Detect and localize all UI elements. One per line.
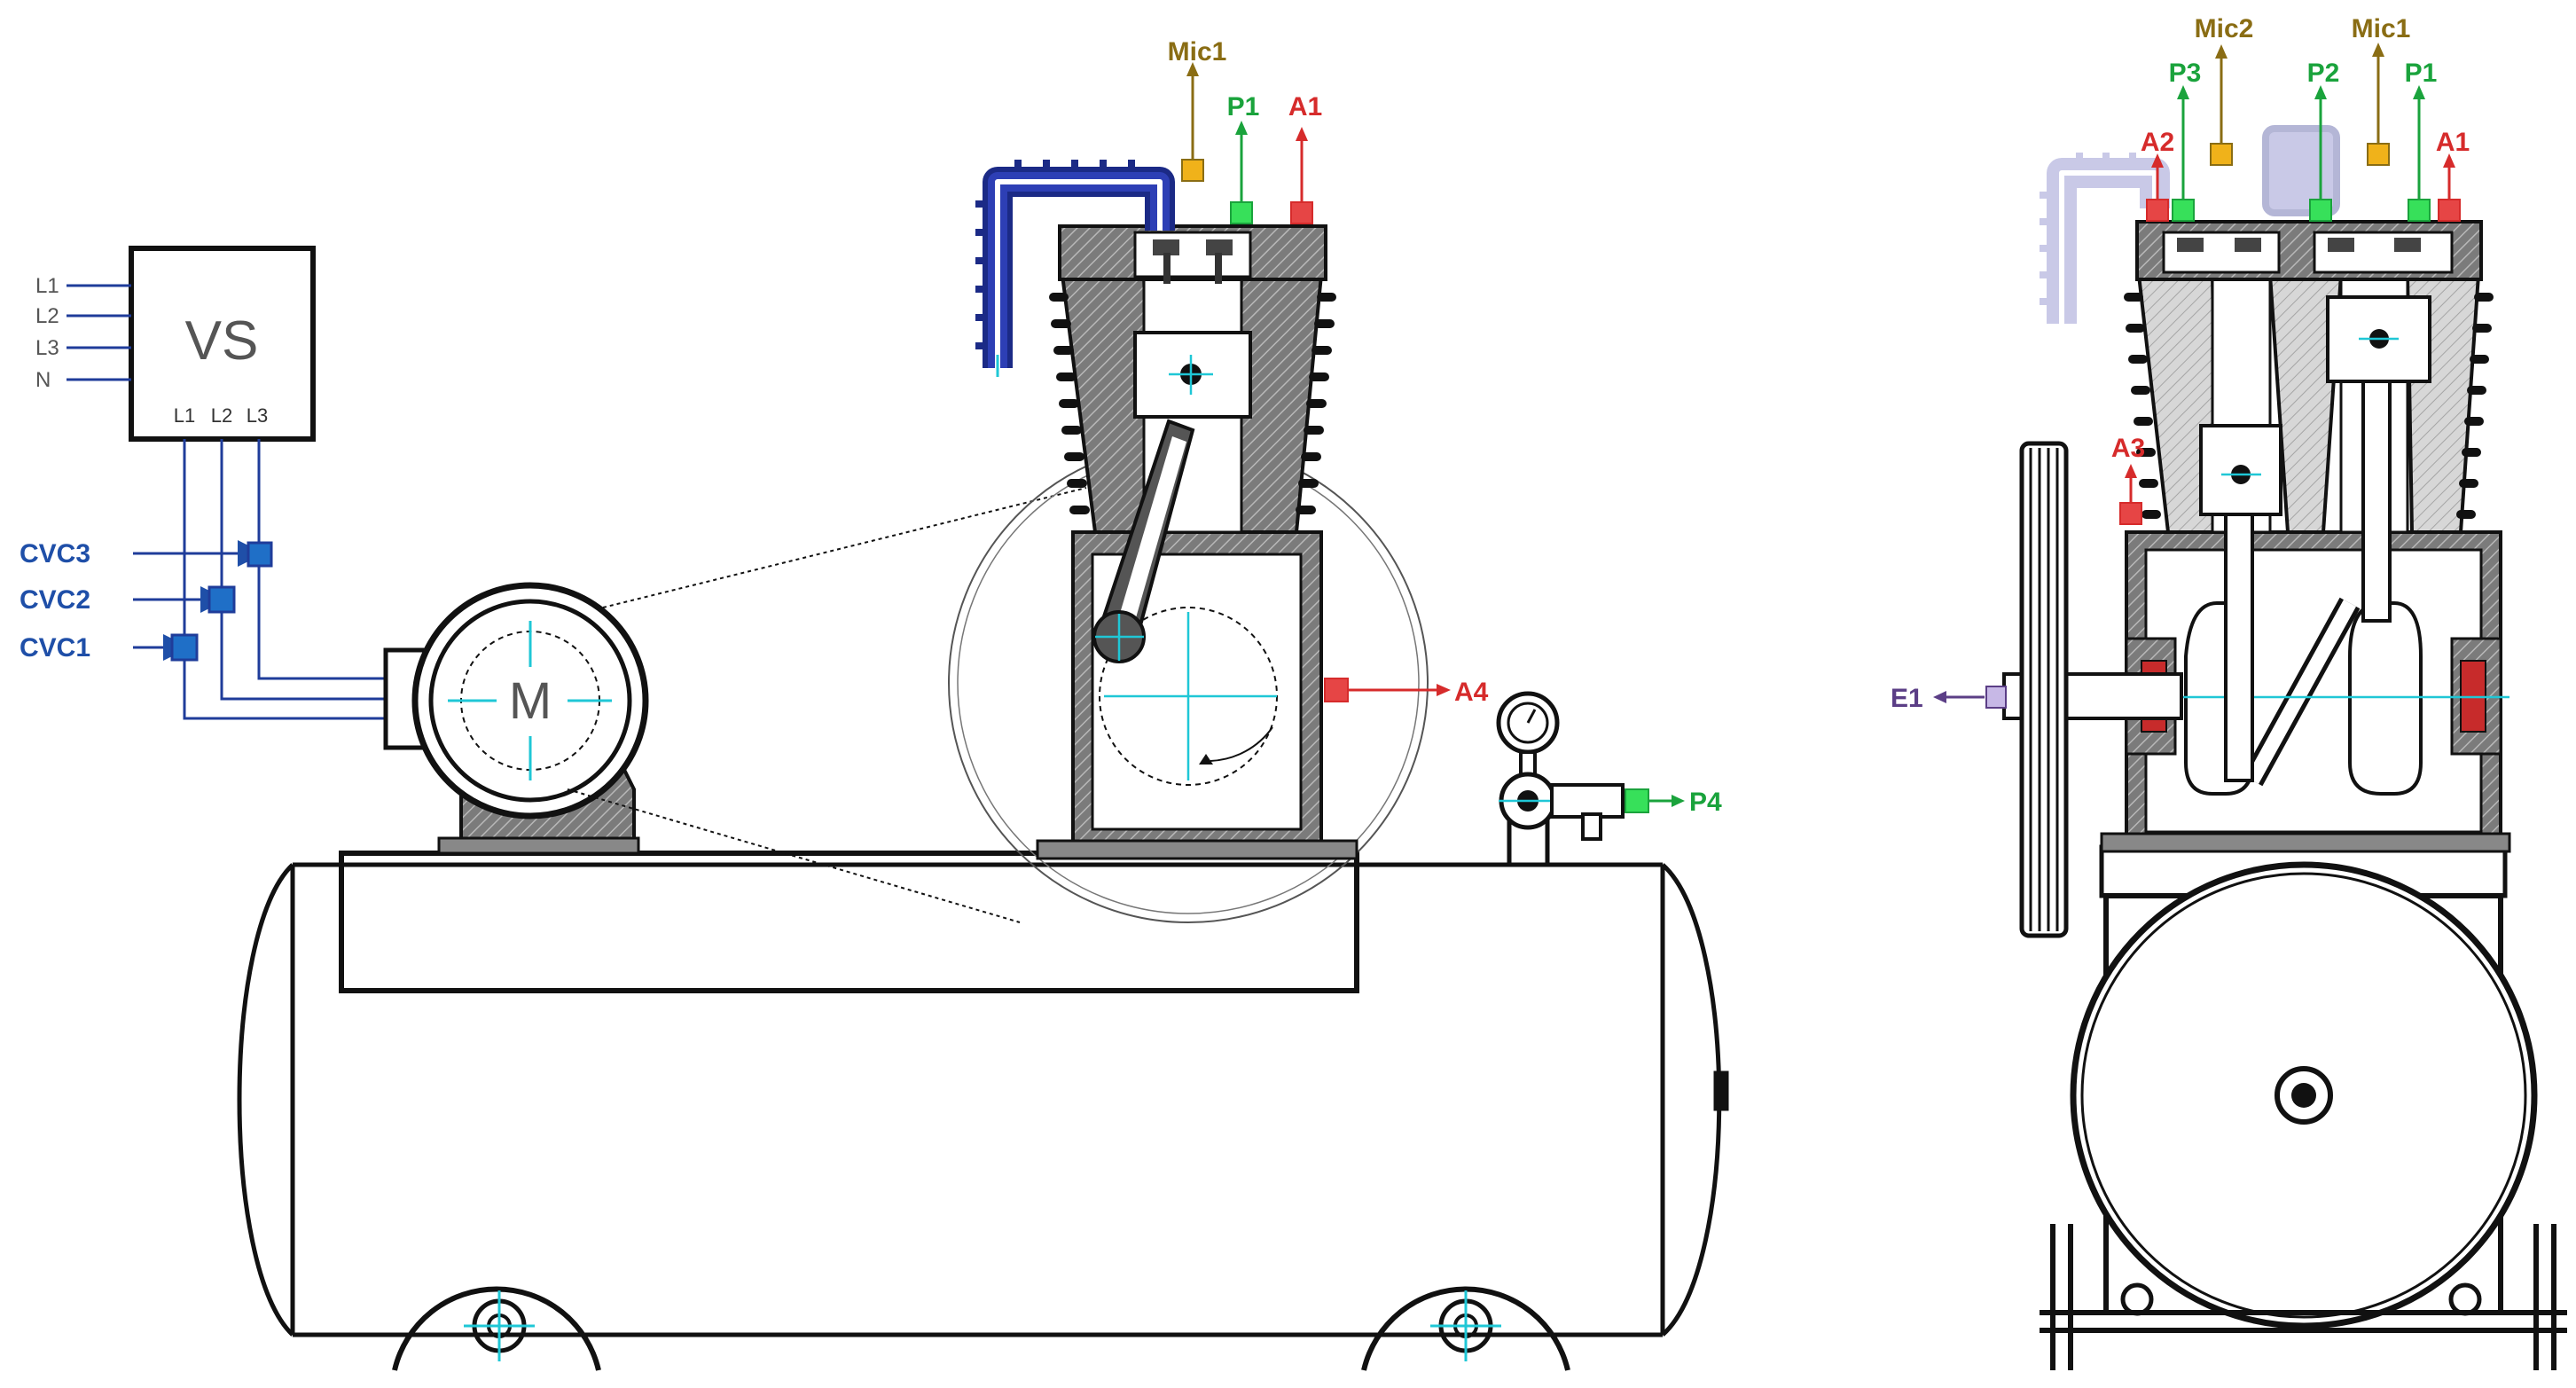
right-wheel [1361, 1286, 1570, 1371]
vs-title: VS [185, 310, 259, 372]
a3-sensor [2119, 502, 2142, 525]
front-a1-label: A1 [2436, 128, 2470, 157]
vs-input-l3: L3 [35, 336, 59, 360]
p2-label: P2 [2307, 59, 2340, 88]
vs-output-l2: L2 [211, 404, 232, 427]
front-mic1-sensor [2367, 143, 2390, 166]
vs-input-l1: L1 [35, 274, 59, 298]
front-mic1-label: Mic1 [2352, 14, 2411, 43]
left-wheel [392, 1286, 601, 1371]
cvc1-sensor [170, 633, 199, 662]
a1-label: A1 [1288, 92, 1322, 122]
p3-sensor [2172, 199, 2195, 222]
p2-sensor [2309, 199, 2332, 222]
a3-label: A3 [2111, 434, 2145, 463]
vs-output-l3: L3 [247, 404, 268, 427]
drive-belt [567, 487, 1087, 923]
a2-sensor [2146, 199, 2169, 222]
motor: M [383, 582, 649, 855]
vs-box: VS L1 L2 L3 [129, 246, 316, 442]
cvc2-label: CVC2 [20, 585, 90, 615]
p3-label: P3 [2169, 59, 2202, 88]
air-tank [237, 851, 1729, 1337]
cvc1-label: CVC1 [20, 633, 90, 663]
vs-input-lines [67, 284, 131, 381]
front-view [1933, 220, 2567, 1370]
front-a1-sensor [2438, 199, 2461, 222]
front-p1-label: P1 [2405, 59, 2438, 88]
p1-label: P1 [1227, 92, 1260, 122]
front-p1-sensor [2408, 199, 2431, 222]
p4-label: P4 [1689, 788, 1722, 817]
pressure-gauge [1496, 691, 1685, 865]
compressor-cylinder-side [1036, 224, 1358, 860]
front-sensors [2119, 43, 2461, 525]
cvc3-label: CVC3 [20, 539, 90, 569]
a2-label: A2 [2141, 128, 2174, 157]
side-sensors [1181, 62, 1451, 702]
vs-output-l1: L1 [174, 404, 195, 427]
vs-input-l2: L2 [35, 304, 59, 328]
motor-supply-wires [183, 439, 386, 720]
a4-label: A4 [1454, 678, 1489, 707]
mic2-label: Mic2 [2195, 14, 2254, 43]
mic1-sensor [1181, 159, 1204, 182]
cvc3-sensor [247, 541, 273, 568]
mic1-label: Mic1 [1168, 37, 1227, 67]
a1-sensor [1290, 201, 1313, 224]
front-view-tubes [2040, 125, 2340, 324]
discharge-tube [975, 160, 1175, 377]
mic2-sensor [2210, 143, 2233, 166]
p4-sensor [1625, 788, 1649, 813]
current-sensors [133, 540, 273, 662]
cvc2-sensor [207, 585, 236, 614]
vs-input-n: N [35, 368, 51, 392]
a4-sensor [1324, 678, 1349, 702]
e1-label: E1 [1891, 684, 1923, 713]
p1-sensor [1230, 201, 1253, 224]
motor-label: M [509, 672, 552, 730]
